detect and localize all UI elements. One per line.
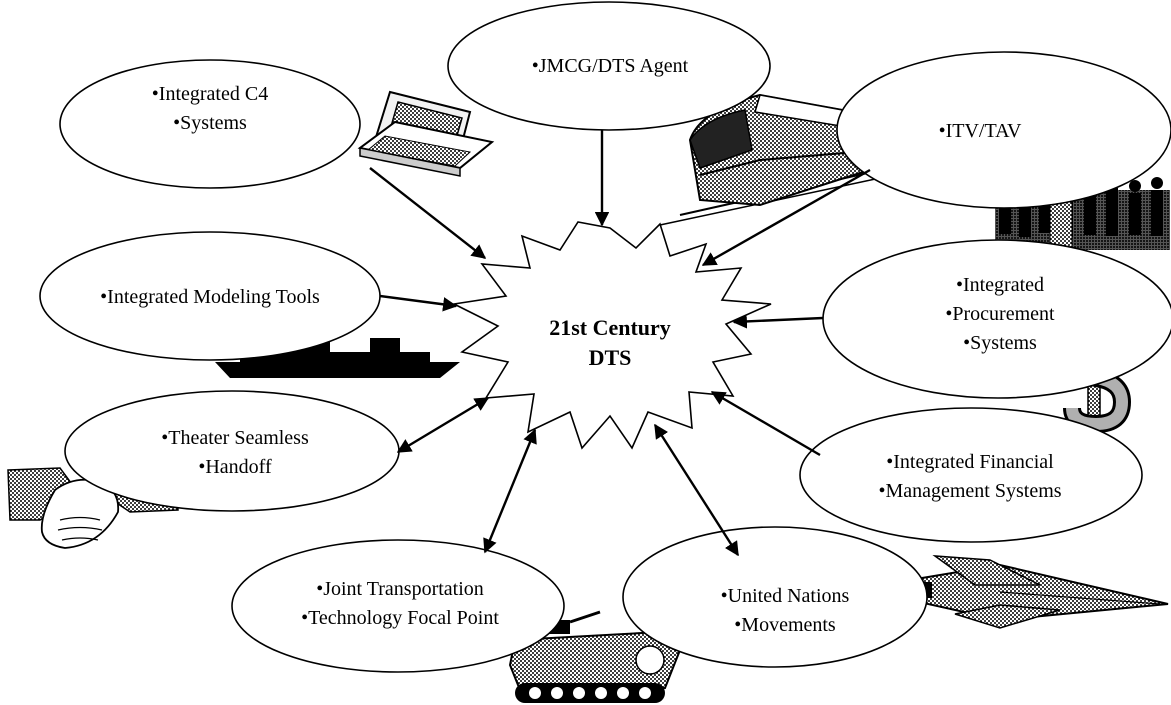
arrow-financial-to-center	[710, 390, 821, 457]
integrated-c4-line1: •Integrated C4	[151, 83, 269, 105]
integrated-procurement-line3: •Systems	[963, 332, 1037, 354]
theater-seamless-line2: •Handoff	[198, 456, 272, 478]
fighter-jet-icon	[909, 555, 1169, 629]
integrated-modeling-tools-line1: •Integrated Modeling Tools	[100, 286, 320, 308]
jmcg-dts-agent-line1: •JMCG/DTS Agent	[531, 55, 689, 77]
itv-tav-label: •ITV/TAV	[900, 117, 1060, 146]
theater-seamless-handoff-label: •Theater Seamless •Handoff	[105, 424, 365, 482]
integrated-c4-ellipse	[59, 59, 361, 189]
united-nations-movements-label: •United Nations •Movements	[665, 582, 905, 640]
united-nations-line1: •United Nations	[720, 585, 850, 607]
armored-vehicle-icon	[508, 610, 682, 703]
integrated-financial-line1: •Integrated Financial	[886, 451, 1054, 473]
center-burst	[451, 221, 772, 450]
united-nations-movements-ellipse	[622, 526, 928, 668]
integrated-c4-line2: •Systems	[173, 112, 247, 134]
integrated-financial-label: •Integrated Financial •Management System…	[825, 448, 1115, 506]
integrated-financial-ellipse	[799, 407, 1143, 543]
united-nations-line2: •Movements	[734, 614, 836, 636]
integrated-procurement-line1: •Integrated	[955, 274, 1045, 296]
jmcg-dts-agent-ellipse	[447, 1, 771, 131]
arrow-c4-to-center	[369, 167, 487, 259]
joint-transportation-line2: •Technology Focal Point	[301, 607, 499, 629]
integrated-financial-line2: •Management Systems	[878, 480, 1062, 502]
arrow-center-jtt	[483, 428, 537, 554]
itv-tav-line1: •ITV/TAV	[938, 120, 1022, 142]
arrow-center-theater	[396, 396, 490, 454]
integrated-procurement-line2: •Procurement	[945, 303, 1055, 325]
arrow-modeling-to-center	[379, 294, 458, 312]
center-title-line2: DTS	[588, 345, 632, 370]
computer-terminal-icon	[357, 90, 495, 177]
center-title-line1: 21st Century	[549, 315, 671, 340]
joint-transportation-label: •Joint Transportation •Technology Focal …	[245, 575, 555, 633]
integrated-modeling-tools-label: •Integrated Modeling Tools	[45, 283, 375, 312]
arrow-itv-to-center	[701, 168, 871, 267]
joint-transportation-ellipse	[231, 539, 565, 673]
integrated-c4-label: •Integrated C4 •Systems	[90, 80, 330, 138]
jmcg-dts-agent-label: •JMCG/DTS Agent	[470, 52, 750, 81]
warship-icon	[215, 312, 460, 378]
itv-tav-ellipse	[836, 51, 1171, 209]
integrated-procurement-label: •Integrated •Procurement •Systems	[880, 271, 1120, 358]
arrow-procurement-to-center	[732, 314, 824, 329]
train-icon	[659, 93, 891, 226]
theater-seamless-line1: •Theater Seamless	[161, 427, 309, 449]
arrow-center-un	[653, 423, 740, 557]
joint-transportation-line1: •Joint Transportation	[316, 578, 484, 600]
center-title: 21st Century DTS	[520, 313, 700, 373]
